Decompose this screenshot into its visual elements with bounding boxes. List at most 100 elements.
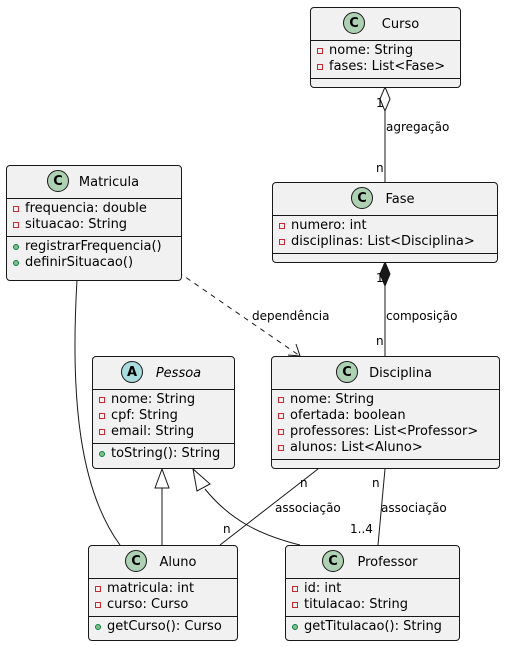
attribute: id: int [286,581,459,597]
attribute: nome: String [311,43,460,59]
matricula-aluno-association-line [74,279,121,546]
class-header: A Pessoa [93,357,234,390]
class-c-icon: C [336,361,358,383]
disciplina-aluno-association-line [219,468,319,546]
class-disciplina[interactable]: C Disciplina nome: String ofertada: bool… [271,356,500,469]
attribute: professores: List<Professor> [272,424,499,440]
attributes-section: numero: int disciplinas: List<Disciplina… [273,216,497,254]
private-icon [99,413,105,419]
class-c-icon: C [322,550,344,572]
methods-section: getCurso(): Curso [89,617,237,638]
dependency-arrow-icon [287,343,301,357]
attribute: email: String [93,424,234,440]
class-header: C Aluno [89,546,237,579]
private-icon [13,222,19,228]
attribute: disciplinas: List<Disciplina> [273,234,497,250]
curso-fase-label: agregação [386,120,449,134]
attribute: nome: String [272,392,499,408]
methods-section: toString(): String [93,444,234,465]
attribute: numero: int [273,218,497,234]
public-icon [95,624,101,630]
methods-section [311,79,460,92]
attributes-section: frequencia: double situacao: String [7,199,181,237]
aggregation-diamond-icon [379,85,391,113]
attribute: frequencia: double [7,201,181,217]
class-name: Fase [385,191,415,207]
matricula-disciplina-dependency-line [177,271,301,357]
public-icon [99,451,105,457]
methods-section: registrarFrequencia() definirSituacao() [7,237,181,274]
private-icon [292,602,298,608]
class-name: Disciplina [369,365,432,381]
method: toString(): String [93,446,234,462]
private-icon [95,586,101,592]
attributes-section: id: int titulacao: String [286,579,459,617]
attribute: titulacao: String [286,597,459,613]
class-name: Pessoa [155,365,202,381]
methods-section [273,254,497,267]
private-icon [99,397,105,403]
fase-disciplina-label: composição [386,309,457,323]
attribute: fases: List<Fase> [311,59,460,75]
attribute: ofertada: boolean [272,408,499,424]
class-c-icon: C [351,187,373,209]
class-header: C Fase [273,183,497,216]
disciplina-professor-label: associação [381,501,447,515]
attribute: matricula: int [89,581,237,597]
attribute: cpf: String [93,408,234,424]
method: registrarFrequencia() [7,239,181,255]
class-name: Aluno [159,554,197,570]
class-name: Professor [357,554,418,570]
private-icon [278,413,284,419]
matricula-disciplina-label: dependência [252,309,330,323]
class-c-icon: C [343,12,365,34]
private-icon [317,48,323,54]
fase-disciplina-target-multiplicity: n [376,334,384,348]
methods-section [272,460,499,473]
curso-fase-target-multiplicity: n [376,161,384,175]
inheritance-triangle-icon [192,467,211,492]
attributes-section: matricula: int curso: Curso [89,579,237,617]
class-curso[interactable]: C Curso nome: String fases: List<Fase> [310,7,461,88]
class-fase[interactable]: C Fase numero: int disciplinas: List<Dis… [272,182,498,263]
fase-disciplina-source-multiplicity: 1 [376,271,384,285]
method: getTitulacao(): String [286,619,459,635]
attributes-section: nome: String ofertada: boolean professor… [272,390,499,460]
attributes-section: nome: String fases: List<Fase> [311,41,460,79]
class-c-icon: C [47,170,69,192]
class-pessoa[interactable]: A Pessoa nome: String cpf: String email:… [92,356,235,469]
disciplina-professor-source-multiplicity: n [372,476,380,490]
class-matricula[interactable]: C Matricula frequencia: double situacao:… [6,165,182,281]
private-icon [317,64,323,70]
private-icon [292,586,298,592]
public-icon [13,244,19,250]
method: definirSituacao() [7,255,181,271]
class-header: C Disciplina [272,357,499,390]
private-icon [95,602,101,608]
disciplina-aluno-target-multiplicity: n [223,522,231,536]
private-icon [279,223,285,229]
class-header: C Professor [286,546,459,579]
abstract-class-a-icon: A [121,361,143,383]
composition-diamond-icon [379,260,391,288]
class-aluno[interactable]: C Aluno matricula: int curso: Curso getC… [88,545,238,641]
curso-fase-source-multiplicity: 1 [376,96,384,110]
class-professor[interactable]: C Professor id: int titulacao: String ge… [285,545,460,641]
class-c-icon: C [125,550,147,572]
private-icon [13,206,19,212]
disciplina-professor-target-multiplicity: 1..4 [350,522,373,536]
attribute: curso: Curso [89,597,237,613]
private-icon [99,429,105,435]
class-name: Curso [381,16,420,32]
private-icon [279,239,285,245]
public-icon [292,624,298,630]
disciplina-aluno-label: associação [275,501,341,515]
private-icon [278,429,284,435]
attribute: situacao: String [7,217,181,233]
methods-section: getTitulacao(): String [286,617,459,638]
private-icon [278,445,284,451]
class-header: C Matricula [7,166,181,199]
disciplina-aluno-source-multiplicity: n [300,476,308,490]
attributes-section: nome: String cpf: String email: String [93,390,234,444]
